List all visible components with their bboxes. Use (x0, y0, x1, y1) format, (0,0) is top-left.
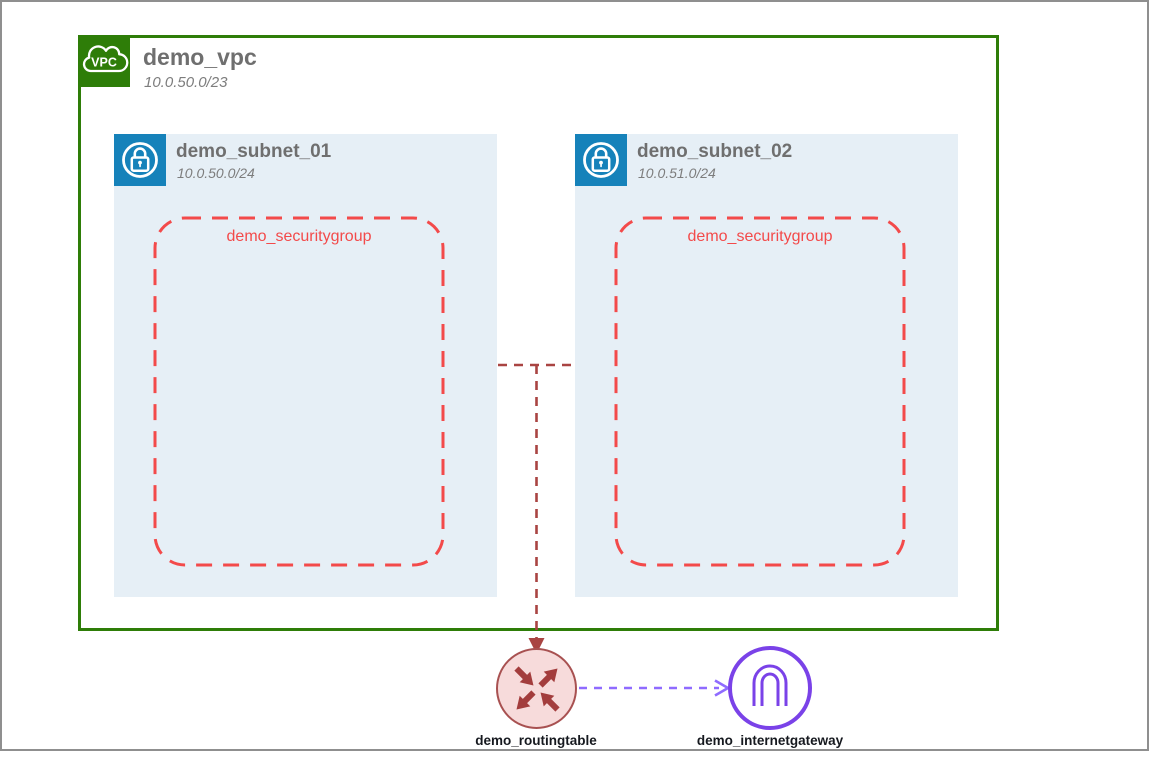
internet-gateway-label: demo_internetgateway (696, 733, 844, 748)
gateway-arch-icon (752, 664, 788, 706)
vpc-container[interactable]: VPC demo_vpc 10.0.50.0/23 (78, 35, 999, 631)
subnet-01-container[interactable]: demo_subnet_01 10.0.50.0/24 demo_securit… (114, 134, 497, 597)
subnet-02-title: demo_subnet_02 (637, 141, 793, 162)
internet-gateway-node[interactable] (728, 646, 812, 730)
vpc-icon-label: VPC (91, 56, 117, 70)
subnet-02-cidr: 10.0.51.0/24 (638, 165, 716, 181)
vpc-icon: VPC (78, 35, 130, 87)
security-group-label-2: demo_securitygroup (687, 228, 833, 245)
private-subnet-lock-icon (114, 134, 166, 186)
vpc-cloud-icon: VPC (82, 45, 129, 73)
routing-table-label: demo_routingtable (475, 733, 597, 748)
routing-table-node[interactable] (496, 648, 577, 729)
subnet-01-title: demo_subnet_01 (176, 141, 332, 162)
router-arrows-icon (513, 665, 560, 712)
security-group-label-1: demo_securitygroup (226, 228, 372, 245)
gateway-arrowhead (714, 679, 731, 697)
vpc-cidr: 10.0.50.0/23 (144, 74, 228, 91)
subnet-02-container[interactable]: demo_subnet_02 10.0.51.0/24 demo_securit… (575, 134, 958, 597)
lock-icon (122, 142, 158, 178)
subnet-01-cidr: 10.0.50.0/24 (177, 165, 255, 181)
private-subnet-lock-icon (575, 134, 627, 186)
vpc-title: demo_vpc (143, 44, 257, 70)
lock-icon (583, 142, 619, 178)
